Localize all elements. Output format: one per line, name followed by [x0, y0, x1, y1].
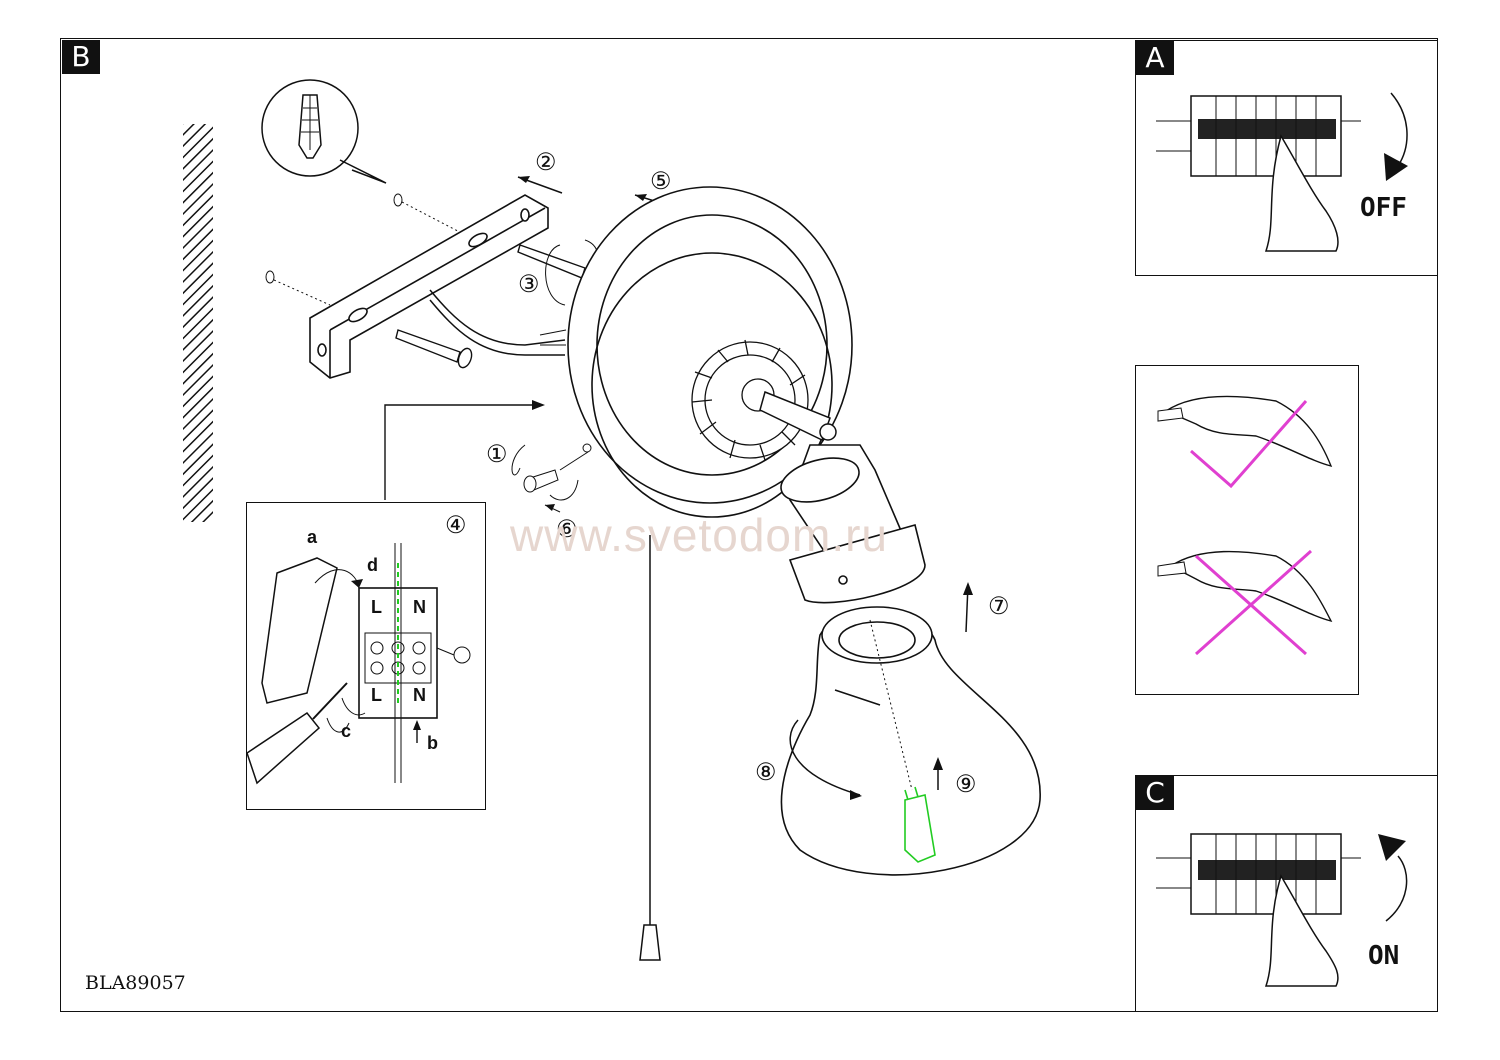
mounting-bracket — [309, 194, 549, 379]
panel-power-on: C ON — [1135, 775, 1438, 1012]
model-code: BLA89057 — [85, 972, 186, 994]
terminal-block-drawing — [247, 543, 471, 785]
lamp-arm — [759, 390, 837, 442]
bulb-handling-drawing — [1157, 395, 1333, 656]
wiring-label-n-bottom: N — [413, 685, 426, 705]
screw-lower — [395, 329, 473, 369]
step-9: ⑨ — [955, 771, 977, 798]
wiring-label-d: d — [367, 555, 378, 575]
wiring-label-l-bottom: L — [371, 685, 382, 705]
fixing-screw — [523, 469, 559, 493]
state-on: ON — [1368, 941, 1400, 971]
step-8: ⑧ — [755, 759, 777, 786]
correct-tick — [1190, 400, 1308, 489]
step-2: ② — [535, 149, 557, 176]
wiring-detail-panel: ④ a d L N L N c b — [246, 502, 486, 810]
bare-hand — [1169, 550, 1333, 623]
label-b: B — [62, 40, 100, 74]
lamp-holder — [780, 444, 926, 604]
wrong-cross-b — [1194, 549, 1313, 656]
step-6: ⑥ — [556, 516, 578, 543]
wiring-label-l-top: L — [371, 597, 382, 617]
wiring-label-b: b — [427, 733, 438, 753]
step-5: ⑤ — [650, 168, 672, 195]
wiring-label-n-top: N — [413, 597, 426, 617]
label-c: C — [1136, 776, 1174, 810]
step-3: ③ — [518, 271, 540, 298]
step-4: ④ — [445, 512, 467, 539]
g9-bulb — [904, 786, 936, 863]
state-off: OFF — [1360, 193, 1407, 223]
gloved-hand — [1164, 395, 1333, 468]
step-7: ⑦ — [988, 593, 1010, 620]
glass-shade — [780, 606, 1041, 876]
canopy-rosette — [691, 339, 809, 461]
label-a: A — [1136, 41, 1174, 75]
wall-hatch — [183, 124, 213, 522]
wall-plug-detail — [261, 79, 387, 184]
breaker-off-drawing — [1156, 92, 1408, 252]
supply-cable — [429, 289, 566, 346]
wiring-label-c: c — [341, 721, 352, 741]
step-1: ① — [486, 441, 508, 468]
panel-power-off: A OFF — [1135, 40, 1438, 276]
wiring-label-a: a — [307, 527, 318, 547]
breaker-on-drawing — [1156, 833, 1408, 987]
panel-bulb-handling — [1135, 365, 1359, 695]
watermark: www.svetodom.ru — [510, 509, 889, 561]
main-frame — [60, 38, 1438, 1012]
